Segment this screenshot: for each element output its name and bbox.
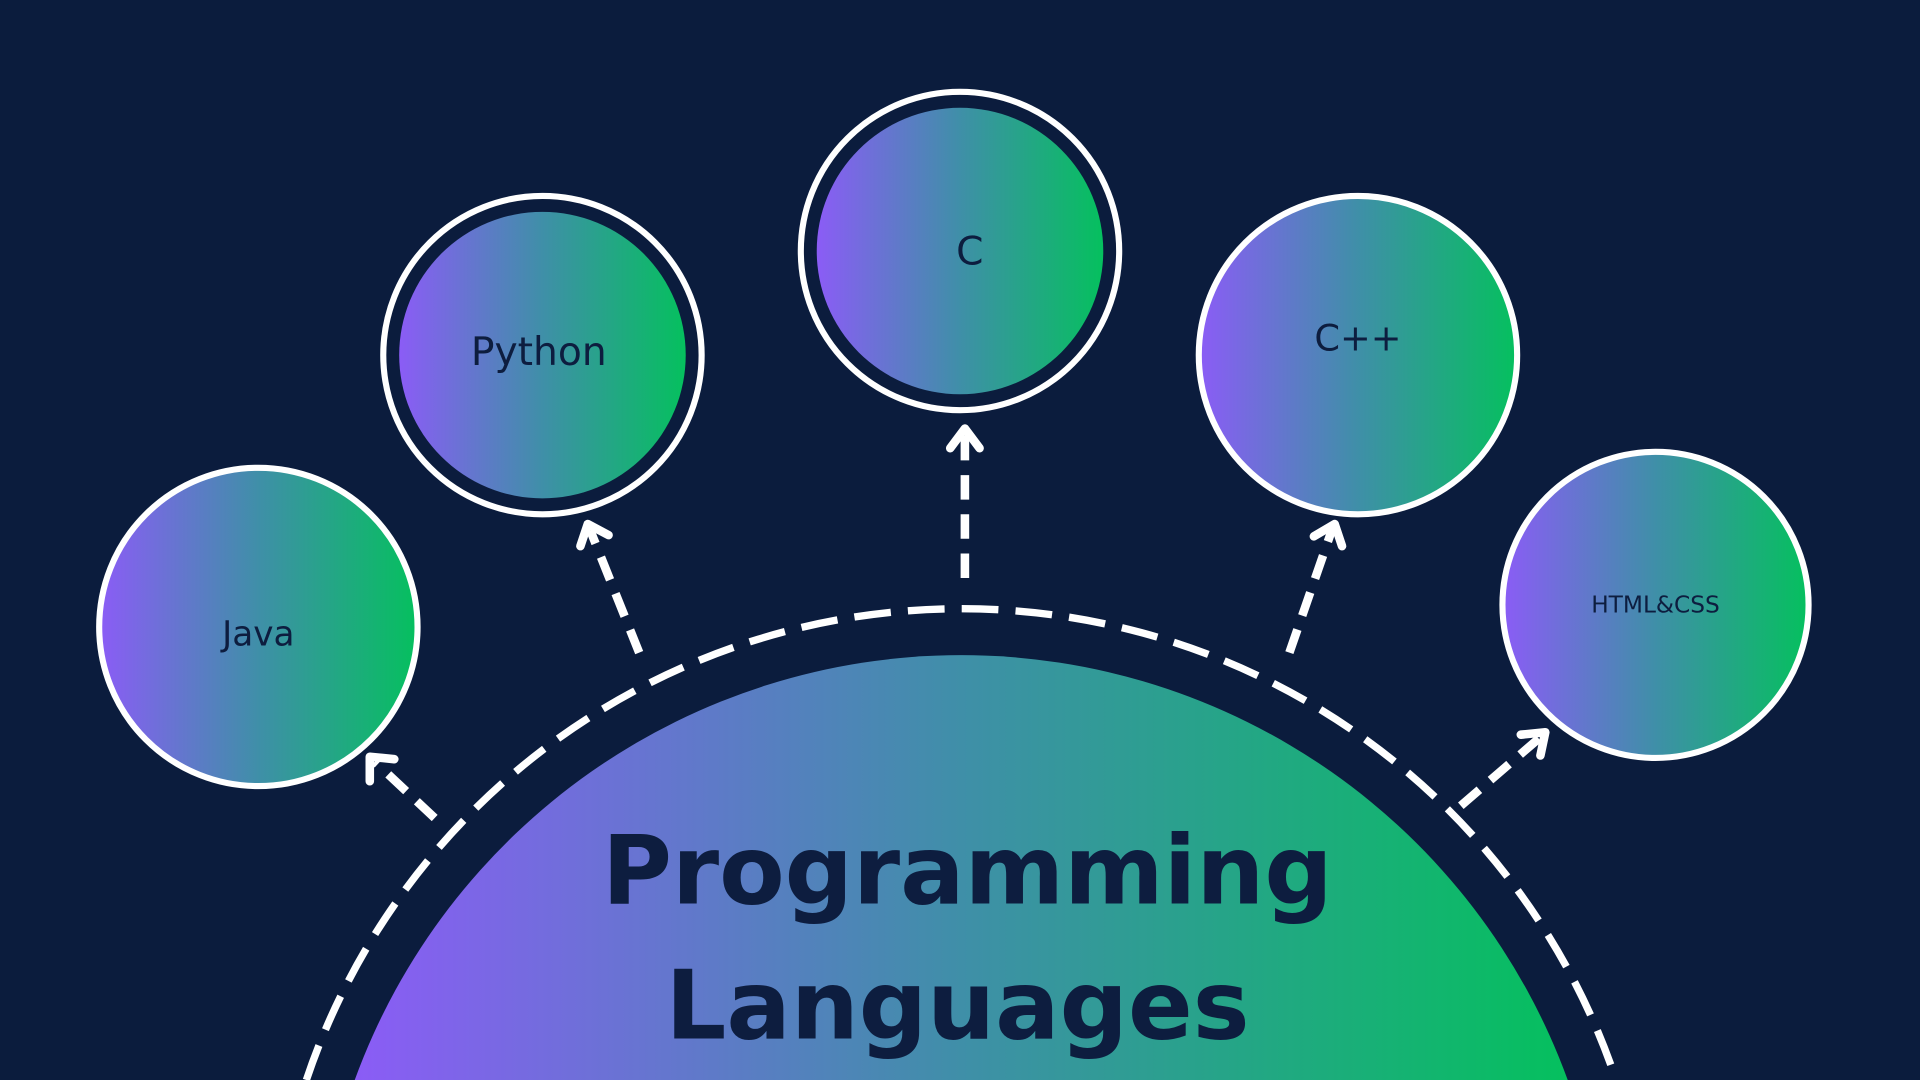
node-label: HTML&CSS [1591, 591, 1720, 618]
arrow-java [365, 752, 438, 822]
node-c: C [797, 88, 1123, 414]
node-label: Python [471, 330, 607, 375]
title-line-2: Languages [666, 949, 1250, 1061]
node-java: Java [96, 464, 421, 790]
node-label: Java [220, 614, 294, 654]
node-python: Python [380, 192, 705, 518]
arrow-cpp [1285, 519, 1347, 655]
arrow-html-css [1458, 727, 1550, 809]
node-cpp: C++ [1195, 192, 1521, 518]
title-line-1: Programming [602, 815, 1333, 927]
node-label: C [956, 230, 983, 275]
central-hub [354, 655, 1568, 1080]
arrow-python [576, 519, 644, 655]
node-html-css: HTML&CSS [1499, 448, 1812, 762]
node-label: C++ [1314, 316, 1401, 359]
dashed-orbit [302, 605, 1620, 1080]
